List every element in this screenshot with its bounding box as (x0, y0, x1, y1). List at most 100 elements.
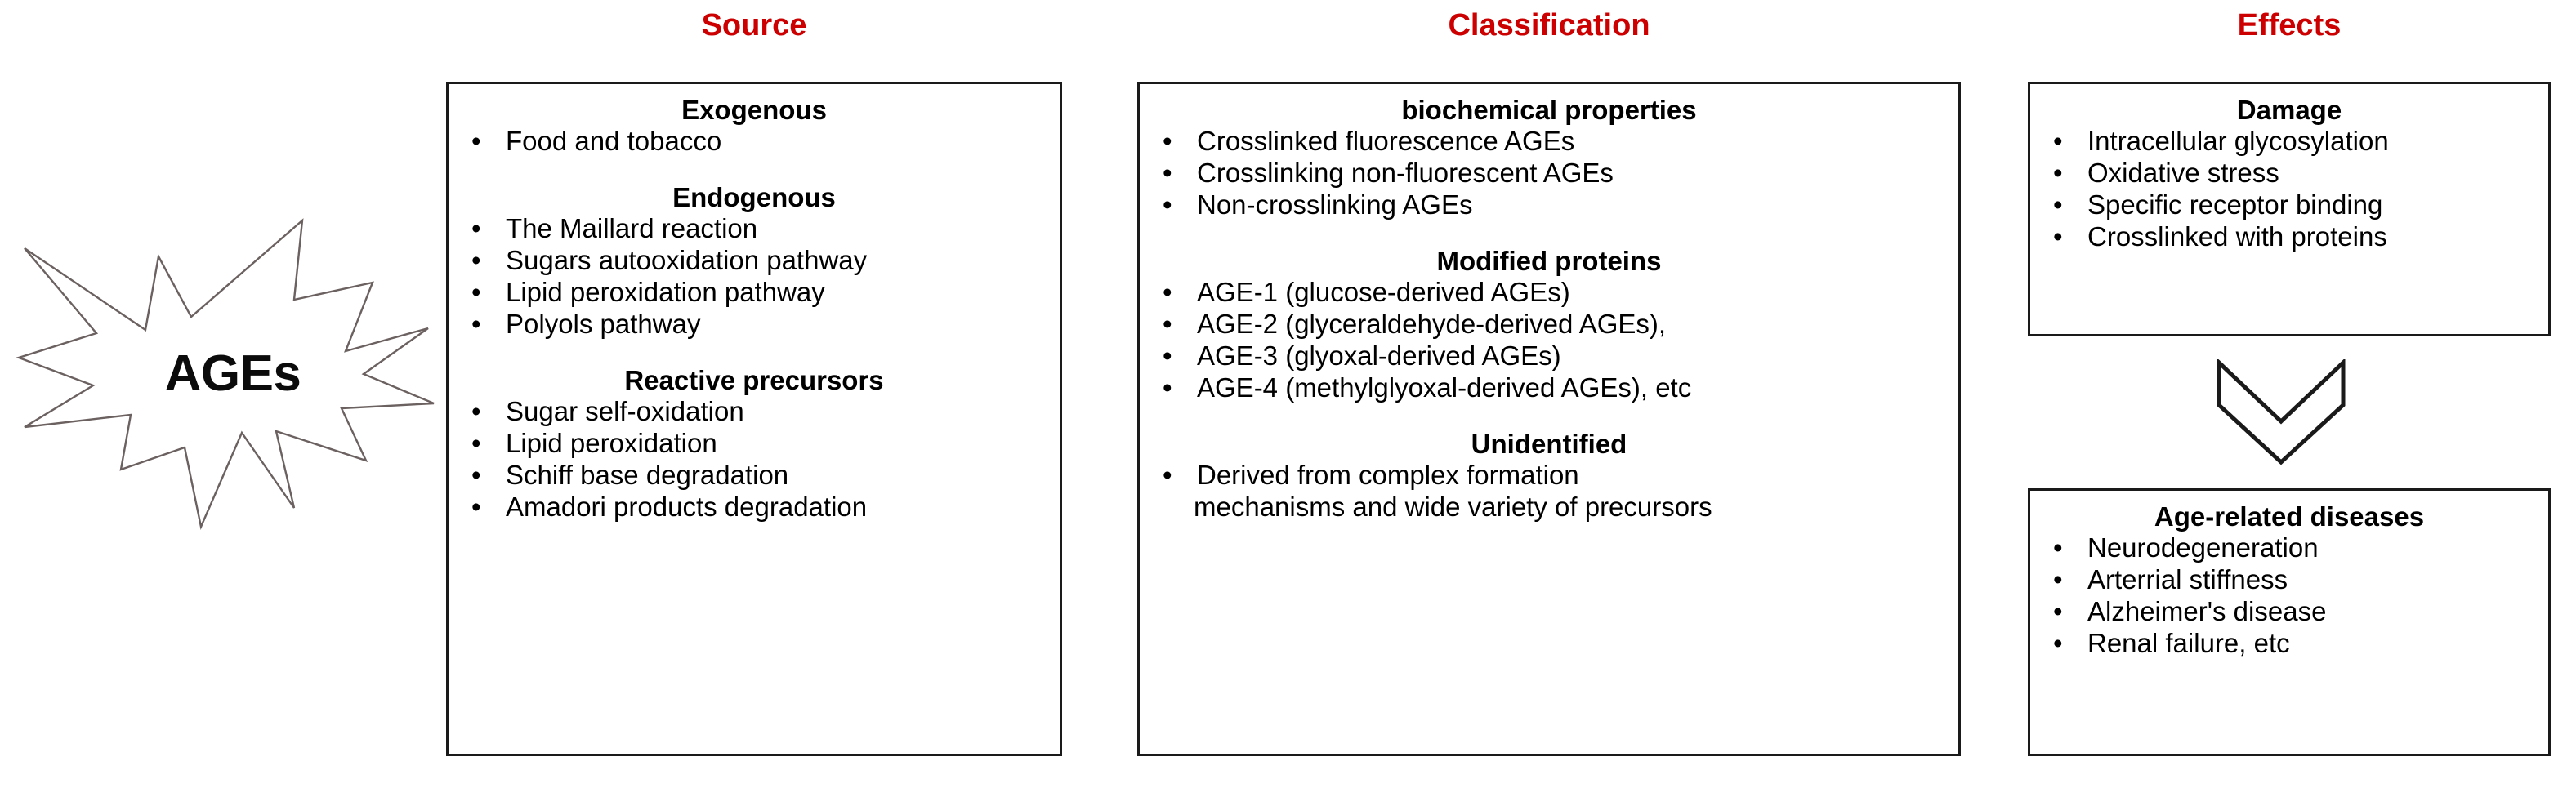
list-item-label: AGE-2 (glyceraldehyde-derived AGEs), (1197, 309, 1667, 340)
list-item-label: Amadori products degradation (506, 492, 868, 523)
group-items: • Neurodegeneration • Arterrial stiffnes… (2042, 532, 2537, 660)
group-items: • Crosslinked fluorescence AGEs • Crossl… (1151, 126, 1947, 221)
starburst-shape (16, 218, 435, 530)
list-item: • Oxidative stress (2042, 158, 2537, 189)
list-item: • Sugar self-oxidation (460, 396, 1048, 428)
bullet-icon: • (471, 245, 481, 276)
group-damage: Damage • Intracellular glycosylation • O… (2042, 95, 2537, 253)
bullet-icon: • (2053, 596, 2063, 627)
group-heading: Exogenous (681, 95, 827, 125)
list-item-label: Crosslinking non-fluorescent AGEs (1197, 158, 1614, 189)
group-heading: Endogenous (672, 182, 836, 213)
bullet-icon: • (2053, 628, 2063, 659)
list-item: • Intracellular glycosylation (2042, 126, 2537, 158)
list-item-label: Sugars autooxidation pathway (506, 245, 868, 276)
list-item: • AGE-2 (glyceraldehyde-derived AGEs), (1151, 309, 1947, 341)
ages-starburst: AGEs (7, 214, 448, 532)
group-items: • Derived from complex formation mechani… (1151, 460, 1947, 523)
group-modified-proteins: Modified proteins • AGE-1 (glucose-deriv… (1151, 246, 1947, 404)
bullet-icon: • (471, 396, 481, 427)
list-item-label: Lipid peroxidation pathway (506, 277, 825, 308)
list-item-label-continued: mechanisms and wide variety of precursor… (1194, 492, 1712, 523)
list-item-label: Schiff base degradation (506, 460, 789, 491)
list-item-label: Renal failure, etc (2087, 628, 2290, 659)
group-items: • Intracellular glycosylation • Oxidativ… (2042, 126, 2537, 253)
list-item: • Specific receptor binding (2042, 189, 2537, 221)
group-unidentified: Unidentified • Derived from complex form… (1151, 429, 1947, 523)
list-item-label: The Maillard reaction (506, 213, 758, 244)
list-item: • Schiff base degradation (460, 460, 1048, 492)
list-item-label: Lipid peroxidation (506, 428, 717, 459)
group-reactive-precursors: Reactive precursors • Sugar self-oxidati… (460, 365, 1048, 523)
list-item: • Lipid peroxidation (460, 428, 1048, 460)
list-item-label: Oxidative stress (2087, 158, 2279, 189)
group-heading: Unidentified (1471, 429, 1627, 460)
list-item-label: Intracellular glycosylation (2087, 126, 2389, 157)
group-heading: Modified proteins (1436, 246, 1662, 277)
column-title-classification: Classification (1448, 8, 1650, 42)
group-heading: Damage (2236, 95, 2342, 125)
list-item: • The Maillard reaction (460, 213, 1048, 245)
list-item: • Sugars autooxidation pathway (460, 245, 1048, 277)
chevron-down-icon (2216, 359, 2346, 465)
list-item: • Crosslinked with proteins (2042, 221, 2537, 253)
group-biochemical-properties: biochemical properties • Crosslinked flu… (1151, 95, 1947, 221)
bullet-icon: • (471, 309, 481, 340)
list-item-label: Derived from complex formation (1197, 460, 1579, 491)
list-item: • Arterrial stiffness (2042, 564, 2537, 596)
group-heading: biochemical properties (1401, 95, 1697, 125)
group-endogenous: Endogenous • The Maillard reaction • Sug… (460, 182, 1048, 341)
group-items: • AGE-1 (glucose-derived AGEs) • AGE-2 (… (1151, 277, 1947, 404)
bullet-icon: • (471, 428, 481, 459)
bullet-icon: • (1163, 341, 1172, 372)
damage-box: Damage • Intracellular glycosylation • O… (2028, 82, 2551, 336)
group-items: • Food and tobacco (460, 126, 1048, 158)
group-exogenous: Exogenous • Food and tobacco (460, 95, 1048, 158)
bullet-icon: • (1163, 189, 1172, 220)
column-title-source: Source (701, 8, 807, 42)
bullet-icon: • (2053, 189, 2063, 220)
list-item-label: AGE-1 (glucose-derived AGEs) (1197, 277, 1570, 308)
ages-label: AGEs (164, 345, 301, 402)
classification-box-content: biochemical properties • Crosslinked flu… (1140, 84, 1958, 523)
source-box-content: Exogenous • Food and tobacco Endogenous … (449, 84, 1060, 523)
list-item: • AGE-1 (glucose-derived AGEs) (1151, 277, 1947, 309)
bullet-icon: • (1163, 158, 1172, 189)
list-item-label: Neurodegeneration (2087, 532, 2319, 563)
bullet-icon: • (471, 277, 481, 308)
column-title-effects: Effects (2237, 8, 2342, 42)
list-item: • Crosslinked fluorescence AGEs (1151, 126, 1947, 158)
group-heading: Age-related diseases (2154, 501, 2425, 532)
list-item: • Amadori products degradation (460, 492, 1048, 523)
list-item-label: AGE-4 (methylglyoxal-derived AGEs), etc (1197, 372, 1692, 403)
bullet-icon: • (2053, 126, 2063, 157)
bullet-icon: • (2053, 158, 2063, 189)
list-item-label: Food and tobacco (506, 126, 722, 157)
list-item: • Polyols pathway (460, 309, 1048, 341)
group-heading: Reactive precursors (624, 365, 884, 396)
group-items: • Sugar self-oxidation • Lipid peroxidat… (460, 396, 1048, 523)
list-item-label: Sugar self-oxidation (506, 396, 744, 427)
age-related-diseases-box: Age-related diseases • Neurodegeneration… (2028, 488, 2551, 756)
list-item: • Renal failure, etc (2042, 628, 2537, 660)
list-item: • AGE-4 (methylglyoxal-derived AGEs), et… (1151, 372, 1947, 404)
age-related-diseases-box-content: Age-related diseases • Neurodegeneration… (2030, 491, 2548, 660)
list-item-label: Specific receptor binding (2087, 189, 2383, 220)
source-box: Exogenous • Food and tobacco Endogenous … (446, 82, 1062, 756)
list-item: • AGE-3 (glyoxal-derived AGEs) (1151, 341, 1947, 372)
list-item-label: Alzheimer's disease (2087, 596, 2327, 627)
list-item: • Non-crosslinking AGEs (1151, 189, 1947, 221)
list-item-label: Polyols pathway (506, 309, 701, 340)
list-item: • Lipid peroxidation pathway (460, 277, 1048, 309)
damage-box-content: Damage • Intracellular glycosylation • O… (2030, 84, 2548, 253)
bullet-icon: • (1163, 277, 1172, 308)
bullet-icon: • (471, 460, 481, 491)
bullet-icon: • (1163, 460, 1172, 491)
list-item: • Crosslinking non-fluorescent AGEs (1151, 158, 1947, 189)
bullet-icon: • (471, 213, 481, 244)
list-item: • Alzheimer's disease (2042, 596, 2537, 628)
chevron-shape (2217, 359, 2346, 465)
bullet-icon: • (1163, 126, 1172, 157)
bullet-icon: • (2053, 564, 2063, 595)
